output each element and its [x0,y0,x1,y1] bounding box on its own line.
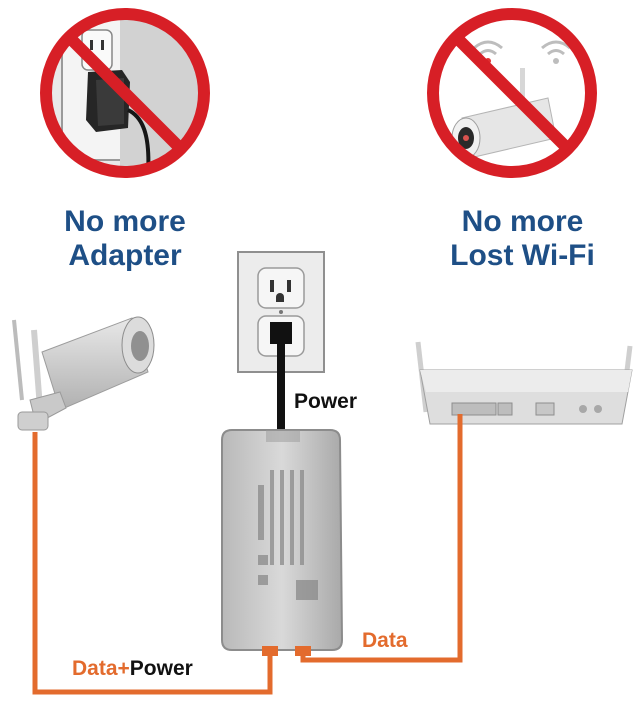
poe-injector-icon [222,430,342,656]
power-label: Power [294,390,357,414]
no-wifi-sign [425,10,600,180]
data-power-label: Data+Power [72,657,193,681]
caption-line: Adapter [10,239,240,273]
no-adapter-sign [40,10,210,180]
ip-camera-icon [14,317,154,430]
data-power-label-plus: + [118,657,130,680]
no-more-adapter-caption: No more Adapter [10,205,240,273]
router-icon [418,342,632,424]
no-more-lost-wifi-caption: No more Lost Wi-Fi [405,205,640,273]
caption-line: No more [10,205,240,239]
data-power-label-power: Power [130,657,193,680]
data-power-label-data: Data [72,657,118,680]
power-cable [270,322,292,434]
caption-line: No more [405,205,640,239]
caption-line: Lost Wi-Fi [405,239,640,273]
data-label: Data [362,629,408,653]
